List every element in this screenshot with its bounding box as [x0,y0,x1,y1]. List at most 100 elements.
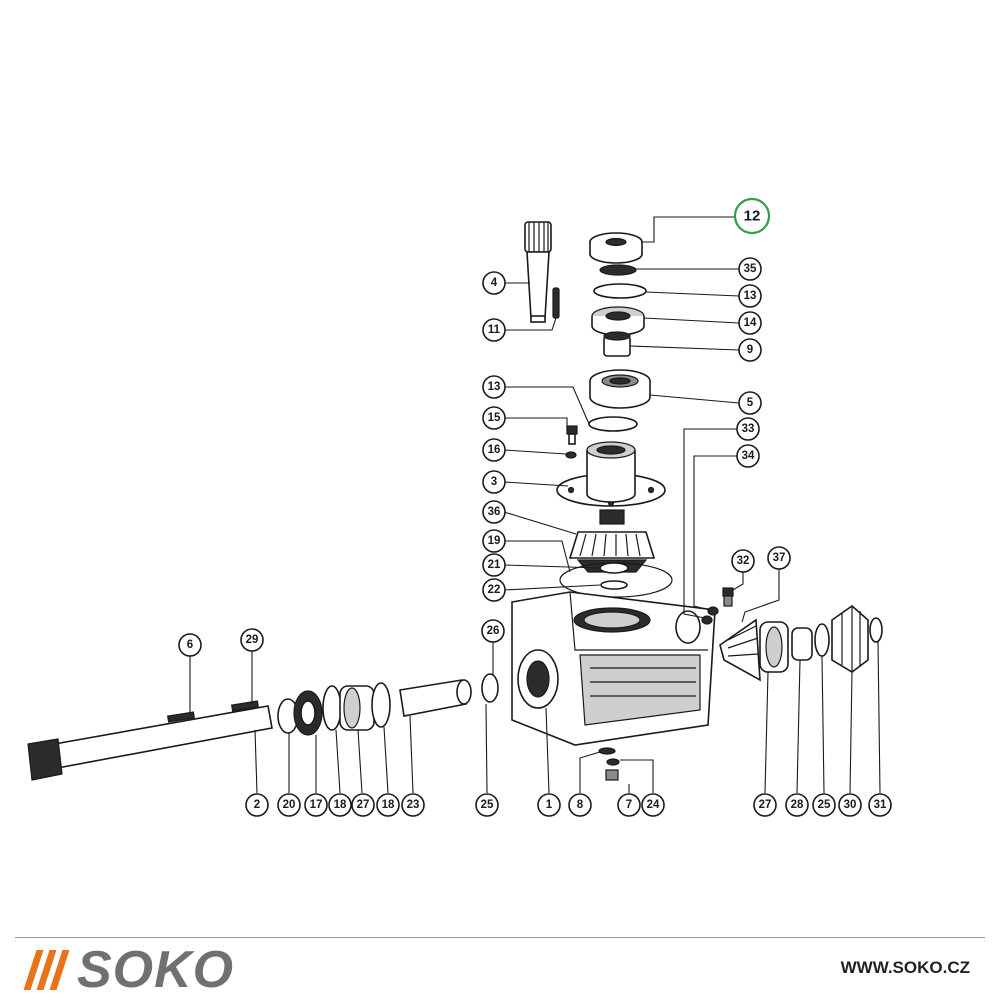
callout-27: 27 [351,793,375,817]
bearing-part [339,685,375,731]
callout-3: 3 [482,470,506,494]
callout-7: 7 [617,793,641,817]
bushing-part [603,331,631,357]
callout-18b: 18 [376,793,400,817]
callout-13: 13 [738,284,762,308]
gearbox-housing-part [511,591,716,746]
svg-text:4: 4 [491,277,498,289]
svg-text:2: 2 [254,799,260,811]
svg-text:34: 34 [742,450,755,462]
splined-shaft-part [524,221,552,323]
svg-text:7: 7 [626,799,632,811]
svg-text:26: 26 [487,625,500,637]
svg-text:13: 13 [488,381,501,393]
key-part [552,287,560,319]
o-ring-part [593,283,647,299]
svg-text:8: 8 [577,799,584,811]
svg-text:32: 32 [737,555,750,567]
svg-text:33: 33 [742,423,755,435]
o-ring-part [599,562,629,574]
callout-11: 11 [482,318,506,342]
svg-text:25: 25 [481,799,494,811]
callout-1: 1 [537,793,561,817]
callout-29: 29 [240,628,264,652]
svg-text:16: 16 [488,444,501,456]
callout-5: 5 [738,391,762,415]
svg-text:20: 20 [283,799,296,811]
lock-washer-part [565,451,577,459]
footer-divider [15,937,985,938]
callout-8: 8 [568,793,592,817]
callout-28: 28 [785,793,809,817]
plug-part [605,758,620,781]
washer-part [598,747,616,755]
o-ring-part [481,673,499,703]
bolt-part [566,425,578,445]
o-ring-part [600,580,628,590]
callout-26: 26 [481,619,505,643]
o-ring-part [814,623,830,657]
svg-text:24: 24 [647,799,660,811]
leader-lines [189,216,881,794]
svg-text:9: 9 [747,344,753,356]
svg-text:12: 12 [744,208,761,225]
callout-30: 30 [838,793,862,817]
svg-text:27: 27 [357,799,370,811]
svg-text:3: 3 [491,476,497,488]
callout-15: 15 [482,406,506,430]
callout-37: 37 [767,546,791,570]
callout-4: 4 [482,271,506,295]
callout-25: 25 [475,793,499,817]
callout-2: 2 [245,793,269,817]
svg-text:1: 1 [546,799,553,811]
svg-text:25: 25 [818,799,831,811]
callout-18: 18 [328,793,352,817]
callout-24: 24 [641,793,665,817]
svg-text:17: 17 [310,799,323,811]
callout-13b: 13 [482,375,506,399]
callout-9: 9 [738,338,762,362]
part-drawings [27,221,883,781]
callout-25b: 25 [812,793,836,817]
washer-part [589,232,643,264]
callout-31: 31 [868,793,892,817]
callout-12: 12 [733,197,771,235]
svg-text:29: 29 [246,634,259,646]
callout-34: 34 [736,444,760,468]
flange-housing-part [556,441,666,507]
input-shaft-part [27,700,273,781]
bevel-gear-part [831,604,869,673]
spacer-tube-part [399,679,472,717]
sleeve-part [791,627,813,661]
seal-ring-part [293,690,323,736]
callout-35: 35 [738,257,762,281]
callout-23: 23 [401,793,425,817]
svg-text:21: 21 [488,559,501,571]
brand-logo: SOKO [23,941,235,999]
svg-text:6: 6 [187,639,193,651]
large-bearing-part [589,369,651,409]
callout-19: 19 [482,529,506,553]
svg-text:18: 18 [334,799,347,811]
circlip-part [599,264,637,276]
screw-part [722,587,734,607]
pinion-gear-part [719,618,761,682]
circlip-part [869,617,883,643]
callout-27b: 27 [753,793,777,817]
brand-name: SOKO [77,941,235,999]
callout-6: 6 [178,633,202,657]
svg-text:27: 27 [759,799,772,811]
callout-32: 32 [731,549,755,573]
svg-text:11: 11 [488,324,501,336]
svg-text:18: 18 [382,799,395,811]
svg-text:28: 28 [791,799,804,811]
washer-part [707,606,719,616]
svg-text:35: 35 [744,263,757,275]
callout-20: 20 [277,793,301,817]
svg-text:14: 14 [744,317,757,329]
callout-36: 36 [482,500,506,524]
svg-text:36: 36 [488,506,501,518]
website-link[interactable]: WWW.SOKO.CZ [840,958,970,977]
svg-text:19: 19 [488,535,501,547]
